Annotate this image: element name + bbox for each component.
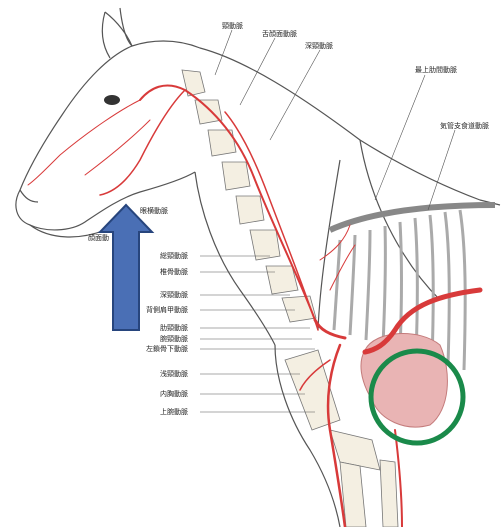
label-top-2: 舌顔面動脈 — [262, 29, 297, 38]
cervical-vertebrae — [182, 70, 316, 322]
up-arrow-annotation — [100, 205, 152, 330]
label-face-2: 眼横動脈 — [140, 206, 168, 215]
label-top-1: 頸動脈 — [222, 21, 243, 30]
label-top-3: 深頸動脈 — [305, 41, 333, 50]
label-left-1: 総頸動脈 — [160, 251, 188, 260]
label-left-8: 浅頸動脈 — [160, 369, 188, 378]
label-left-7: 左鎖骨下動脈 — [146, 344, 188, 353]
thoracic-spine — [330, 205, 495, 230]
horse-outline — [16, 8, 500, 527]
label-left-3: 深頸動脈 — [160, 290, 188, 299]
label-left-4: 背側肩甲動脈 — [146, 305, 188, 314]
label-face-1: 顔面動 — [88, 233, 109, 242]
label-left-10: 上腕動脈 — [160, 407, 188, 416]
label-left-5: 肋頸動脈 — [160, 323, 188, 332]
label-right-1: 気管支食道動脈 — [440, 121, 489, 130]
label-top-right-1: 最上肋間動脈 — [415, 65, 457, 74]
eye — [104, 95, 120, 105]
label-left-9: 内胸動脈 — [160, 389, 188, 398]
label-left-2: 椎骨動脈 — [160, 267, 188, 276]
arteries — [28, 85, 480, 527]
label-left-6: 腕頸動脈 — [160, 334, 188, 343]
